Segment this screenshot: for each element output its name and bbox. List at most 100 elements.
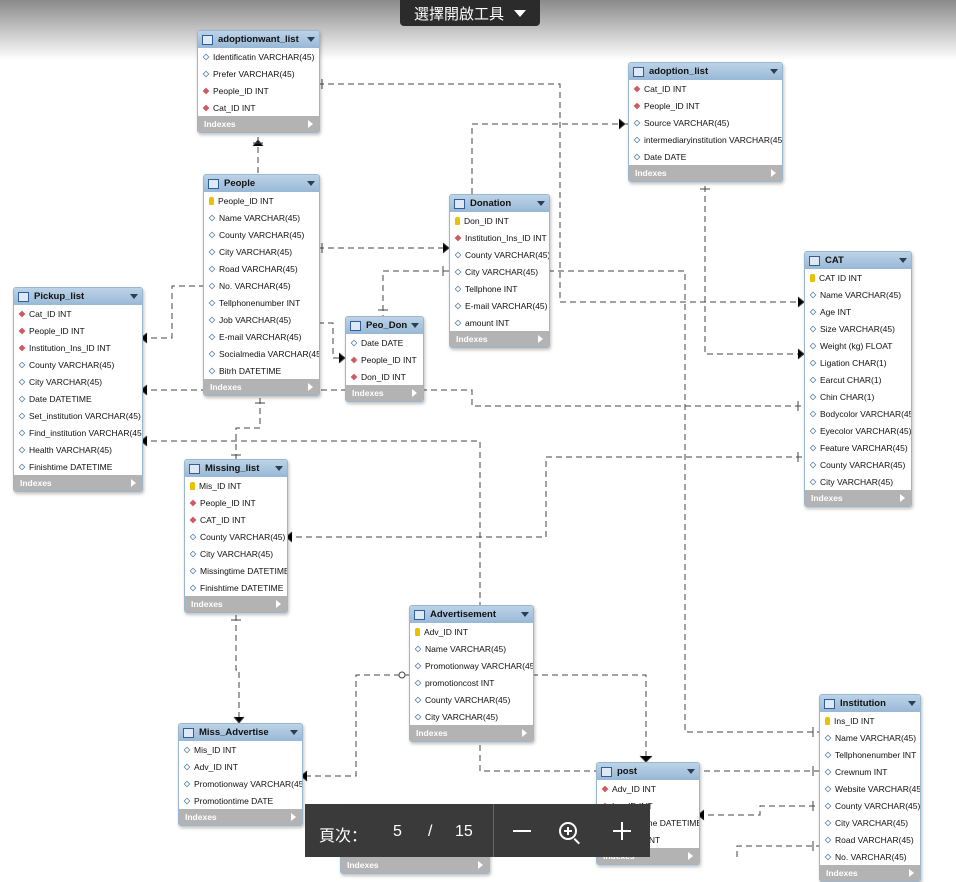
collapse-arrow-icon[interactable]: [307, 37, 315, 42]
expand-arrow-icon[interactable]: [478, 861, 483, 869]
column-row: Tellphonenumber INT: [204, 294, 319, 311]
table-header[interactable]: Donation: [450, 195, 549, 212]
expand-arrow-icon[interactable]: [291, 813, 296, 821]
page-separator: /: [428, 823, 433, 840]
expand-arrow-icon[interactable]: [308, 120, 313, 128]
open-with-menu-button[interactable]: 選擇開啟工具: [400, 0, 540, 26]
indexes-bar[interactable]: Indexes: [820, 865, 920, 881]
column-row: Weight (kg) FLOAT: [805, 337, 911, 354]
indexes-bar[interactable]: Indexes: [185, 596, 287, 612]
indexes-bar[interactable]: Indexes: [341, 857, 489, 873]
table-name: Miss_Advertise: [199, 727, 269, 738]
column-icon: [454, 251, 462, 258]
collapse-arrow-icon[interactable]: [275, 466, 283, 471]
table-header[interactable]: adoptionwant_list: [198, 31, 319, 48]
zoom-in-icon[interactable]: [559, 822, 577, 840]
column-row: Date DATETIME: [14, 390, 142, 407]
indexes-bar[interactable]: Indexes: [198, 116, 319, 132]
primary-key-icon: [825, 716, 830, 725]
column-row: People_ID INT: [629, 97, 782, 114]
expand-arrow-icon[interactable]: [909, 869, 914, 877]
indexes-bar[interactable]: Indexes: [410, 725, 533, 741]
column-icon: [18, 412, 26, 419]
collapse-arrow-icon[interactable]: [290, 730, 298, 735]
add-icon[interactable]: [613, 822, 631, 840]
collapse-arrow-icon[interactable]: [307, 181, 315, 186]
collapse-arrow-icon[interactable]: [130, 294, 138, 299]
column-label: intermediaryinstitution VARCHAR(45): [644, 134, 783, 145]
zoom-out-icon[interactable]: [513, 830, 531, 832]
column-row: County VARCHAR(45): [805, 456, 911, 473]
table-header[interactable]: People: [204, 175, 319, 192]
expand-arrow-icon[interactable]: [538, 335, 543, 343]
column-icon: [414, 696, 422, 703]
expand-arrow-icon[interactable]: [308, 383, 313, 391]
column-icon: [824, 768, 832, 775]
expand-arrow-icon[interactable]: [522, 729, 527, 737]
indexes-bar[interactable]: Indexes: [179, 809, 302, 825]
expand-arrow-icon[interactable]: [900, 494, 905, 502]
indexes-bar[interactable]: Indexes: [805, 490, 911, 506]
indexes-bar[interactable]: Indexes: [204, 379, 319, 395]
expand-arrow-icon[interactable]: [412, 389, 417, 397]
collapse-arrow-icon[interactable]: [537, 201, 545, 206]
collapse-arrow-icon[interactable]: [411, 323, 419, 328]
column-label: CAT_ID INT: [200, 514, 246, 525]
indexes-label: Indexes: [191, 599, 223, 609]
expand-arrow-icon[interactable]: [688, 852, 693, 860]
collapse-arrow-icon[interactable]: [908, 701, 916, 706]
expand-arrow-icon[interactable]: [771, 169, 776, 177]
table-name: adoptionwant_list: [218, 34, 299, 45]
table-header[interactable]: CAT: [805, 252, 911, 269]
collapse-arrow-icon[interactable]: [521, 612, 529, 617]
table-header[interactable]: post: [597, 763, 699, 780]
indexes-bar[interactable]: Indexes: [14, 475, 142, 491]
collapse-arrow-icon[interactable]: [899, 258, 907, 263]
column-icon: [809, 478, 817, 485]
table-header[interactable]: Missing_list: [185, 460, 287, 477]
expand-arrow-icon[interactable]: [131, 479, 136, 487]
column-label: Mis_ID INT: [194, 744, 237, 755]
column-label: Bodycolor VARCHAR(45): [820, 408, 912, 419]
table-header[interactable]: adoption_list: [629, 63, 782, 80]
table-header[interactable]: Pickup_list: [14, 288, 142, 305]
column-row: Adv_ID INT: [597, 780, 699, 797]
table-name: Institution: [840, 698, 886, 709]
table-header[interactable]: Miss_Advertise: [179, 724, 302, 741]
expand-arrow-icon[interactable]: [276, 600, 281, 608]
table-header[interactable]: Advertisement: [410, 606, 533, 623]
collapse-arrow-icon[interactable]: [770, 69, 778, 74]
rel-adoptionwant-cat: [318, 83, 804, 303]
column-row: Prefer VARCHAR(45): [198, 65, 319, 82]
indexes-bar[interactable]: Indexes: [346, 385, 423, 401]
indexes-bar[interactable]: Indexes: [450, 331, 549, 347]
column-row: intermediaryinstitution VARCHAR(45): [629, 131, 782, 148]
column-icon: [208, 316, 216, 323]
column-row: Institution_Ins_ID INT: [14, 339, 142, 356]
column-icon: [208, 299, 216, 306]
table-header[interactable]: Peo_Don: [346, 317, 423, 334]
table-header[interactable]: Institution: [820, 695, 920, 712]
collapse-arrow-icon[interactable]: [687, 769, 695, 774]
foreign-key-icon: [633, 102, 641, 109]
current-page-field[interactable]: 5: [393, 823, 402, 840]
column-label: Name VARCHAR(45): [835, 732, 917, 743]
rel-activities-institution: [736, 845, 819, 857]
column-row: Adv_ID INT: [179, 758, 302, 775]
table-name: Pickup_list: [34, 291, 85, 302]
rel-adv-post: [532, 674, 647, 762]
column-row: County VARCHAR(45): [820, 797, 920, 814]
column-row: County VARCHAR(45): [185, 528, 287, 545]
indexes-bar[interactable]: Indexes: [629, 165, 782, 181]
